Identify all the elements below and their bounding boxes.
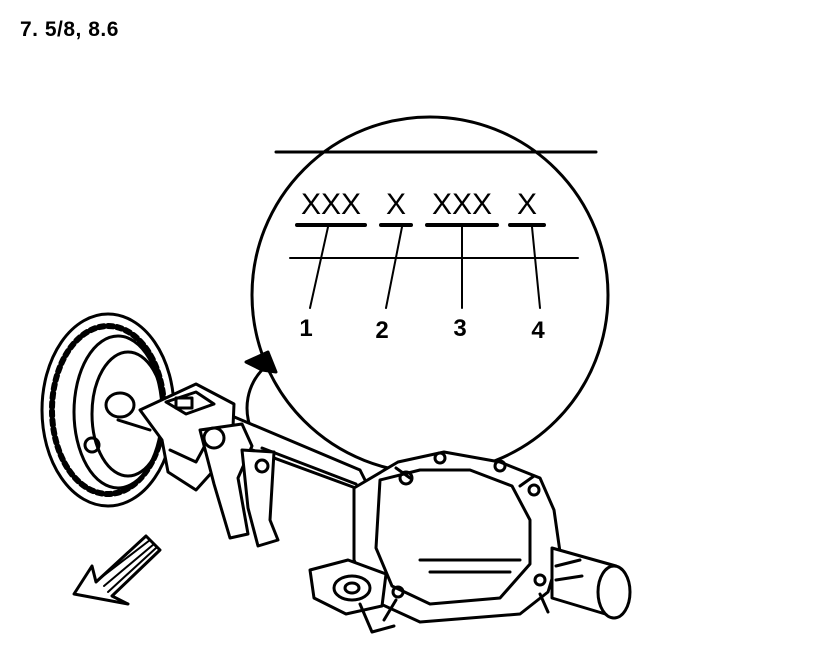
differential-housing — [352, 450, 562, 624]
suspension-brackets — [198, 422, 280, 548]
callout-1: 1 — [299, 315, 312, 342]
code-segment-3: XXX — [432, 188, 492, 221]
code-segment-4: X — [517, 188, 537, 221]
page-title: 7. 5/8, 8.6 — [20, 18, 119, 41]
magnifier-circle — [250, 115, 610, 475]
callout-3: 3 — [453, 315, 466, 342]
callout-2: 2 — [375, 317, 388, 344]
magnify-arrow — [244, 350, 278, 434]
pinion-yoke — [308, 558, 396, 634]
callout-4: 4 — [531, 317, 545, 344]
brake-drum — [40, 312, 176, 508]
right-axle-tube — [550, 546, 632, 620]
front-direction-arrow — [72, 534, 162, 606]
code-segment-2: X — [386, 188, 406, 221]
code-segment-1: XXX — [301, 188, 361, 221]
